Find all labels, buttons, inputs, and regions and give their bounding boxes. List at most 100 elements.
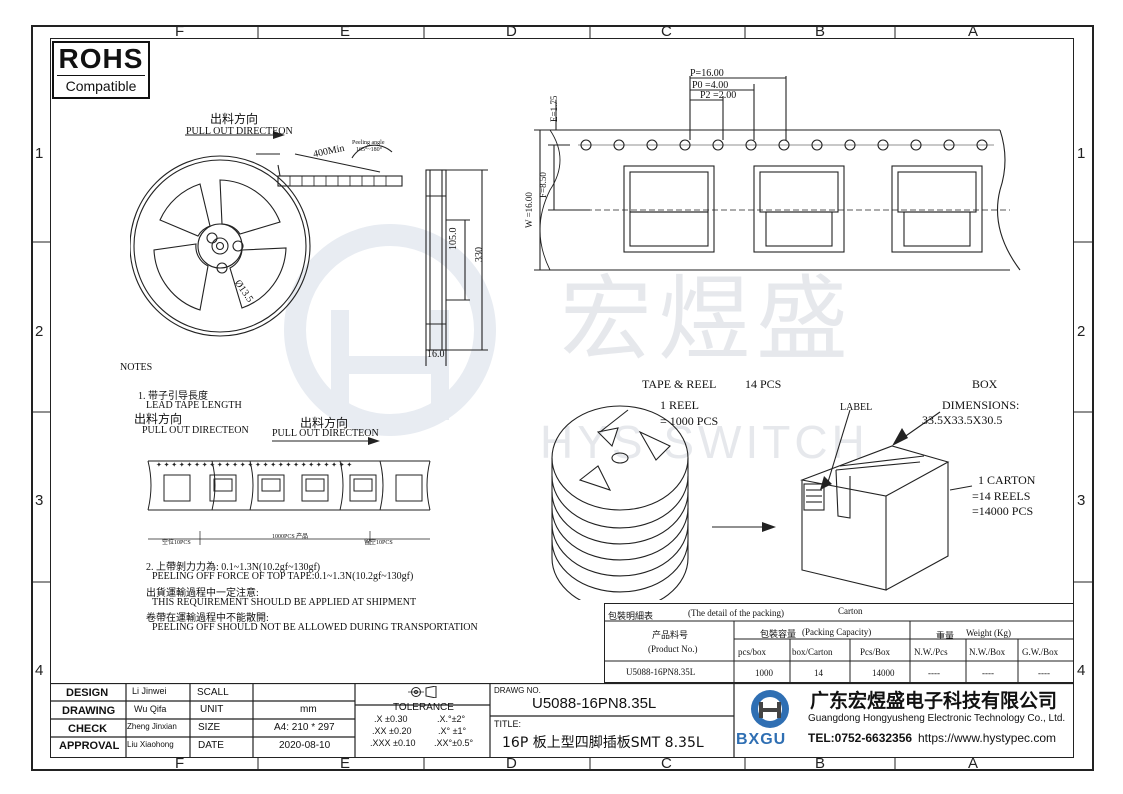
pack-table-product-en: (Product No.)	[648, 644, 698, 654]
pack-table-row-nw-box: ----	[982, 668, 994, 678]
pack-1-reel: 1 REEL	[660, 398, 699, 412]
note-4-en: PEELING OFF SHOULD NOT BE ALLOWED DURING…	[152, 622, 478, 633]
pack-table-product-cn: 产品料号	[652, 630, 689, 640]
note-2-cn: 2. 上帶剝力力為: 0.1~1.3N(10.2gf~130gf)	[146, 562, 321, 573]
tb-drawing-value: Wu Qifa	[134, 704, 167, 714]
pack-table-weight-cn: 重量	[936, 631, 955, 641]
svg-text:✦ ✦ ✦ ✦ ✦ ✦ ✦ ✦ ✦ ✦ ✦ ✦ ✦ ✦ ✦: ✦ ✦ ✦ ✦ ✦ ✦ ✦ ✦ ✦ ✦ ✦ ✦ ✦ ✦ ✦ ✦ ✦ ✦ ✦ ✦ …	[156, 461, 352, 469]
pack-table-capacity-en: (Packing Capacity)	[802, 627, 872, 637]
zone-row-4-right: 4	[1077, 662, 1086, 679]
company-name-en: Guangdong Hongyusheng Electronic Technol…	[808, 713, 1066, 724]
zone-row-3-right: 3	[1077, 492, 1086, 509]
pack-table-row-box-carton: 14	[814, 668, 823, 678]
pack-table-h-pcs-box2: Pcs/Box	[860, 647, 891, 657]
note-3-en: THIS REQUIREMENT SHOULD BE APPLIED AT SH…	[152, 597, 417, 608]
tb-size-label: SIZE	[198, 722, 221, 733]
tb-unit-value: mm	[300, 704, 317, 715]
tb-title-label: TITLE:	[494, 719, 522, 729]
drawing-outer-border	[31, 25, 1094, 771]
reel-peel-angle: Peeling angle	[352, 140, 385, 146]
zone-col-d-top: D	[506, 23, 517, 40]
zone-col-e-bottom: E	[340, 755, 351, 772]
note-1-cn: 1. 带子引导長度	[138, 391, 208, 402]
pack-table-h-gw-box: G.W./Box	[1022, 647, 1059, 657]
pack-box: BOX	[972, 377, 998, 391]
zone-col-c-bottom: C	[661, 755, 672, 772]
zone-row-2-left: 2	[35, 323, 44, 340]
watermark-logo-icon	[284, 224, 496, 436]
pack-1-carton: 1 CARTON	[978, 473, 1036, 487]
reel-dim-width: 16.0	[427, 349, 445, 360]
pack-table-row-gw-box: ----	[1038, 668, 1050, 678]
tb-drawing-label: DRAWING	[62, 705, 116, 717]
company-name-cn: 广东宏煜盛电子科技有限公司	[810, 690, 1058, 712]
title-block-grid	[50, 683, 1074, 758]
tb-unit-label: UNIT	[200, 704, 224, 715]
strip-left-label: 空位10PCS	[162, 540, 191, 546]
pack-label: LABEL	[840, 402, 873, 413]
tb-scall-label: SCALL	[197, 687, 229, 698]
tb-tol-angle-3: .XX°±0.5°	[434, 738, 474, 748]
pack-carton-reels: =14 REELS	[972, 489, 1031, 503]
note-1-dir-cn: 出料方向	[134, 412, 183, 426]
tb-date-label: DATE	[198, 740, 224, 751]
tape-pitch-p2: P2 =2.00	[700, 90, 737, 101]
rohs-badge: ROHS Compatible	[52, 41, 150, 99]
tb-approval-value: Liu Xiaohong	[127, 740, 174, 749]
tb-tol-xx: .XX ±0.20	[372, 726, 412, 736]
pack-table-h-nw-pcs: N.W./Pcs	[914, 647, 948, 657]
strip-dir-en: PULL OUT DIRECTEON	[272, 428, 379, 439]
reel-peel-range: 165°~180°	[356, 147, 383, 153]
tb-tol-xxx: .XXX ±0.10	[370, 738, 416, 748]
tb-tol-x: .X ±0.30	[374, 714, 408, 724]
tb-design-label: DESIGN	[66, 687, 109, 699]
carrier-tape-drawing	[534, 76, 1021, 271]
lead-tape-strip-drawing: ✦ ✦ ✦ ✦ ✦ ✦ ✦ ✦ ✦ ✦ ✦ ✦ ✦ ✦ ✦ ✦ ✦ ✦ ✦ ✦ …	[147, 460, 431, 545]
pack-table-h-pcs-box: pcs/box	[738, 647, 766, 657]
pack-dim-value: 33.5X33.5X30.5	[922, 413, 1003, 427]
zone-col-e-top: E	[340, 23, 351, 40]
tb-check-label: CHECK	[68, 723, 108, 735]
zone-row-3-left: 3	[35, 492, 44, 509]
pack-table-title-cn: 包裝明細表	[608, 611, 654, 621]
tb-date-value: 2020-08-10	[279, 740, 331, 751]
zone-col-a-bottom: A	[968, 755, 979, 772]
tb-tolerance-label: TOLERANCE	[393, 702, 454, 713]
company-logo-icon	[751, 690, 789, 728]
pack-table-row-product: U5088-16PN8.35L	[626, 667, 696, 677]
packing-table-grid	[604, 603, 1074, 683]
pack-table-title-en: (The detail of the packing)	[688, 608, 784, 618]
zone-row-1-right: 1	[1077, 145, 1086, 162]
strip-right-label: 留空10PCS	[364, 540, 393, 546]
notes-title: NOTES	[120, 362, 153, 373]
company-logo-text: BXGU	[736, 731, 787, 748]
pack-carton-pcs: =14000 PCS	[972, 504, 1034, 518]
tb-check-value: Zheng Jinxian	[127, 722, 177, 731]
tb-design-value: Li Jinwei	[132, 686, 167, 696]
tb-size-value: A4: 210 * 297	[274, 722, 335, 733]
pack-table-weight-en: Weight (Kg)	[966, 628, 1012, 638]
tb-drawing-no-label: DRAWG NO.	[494, 686, 541, 695]
pack-table-carton: Carton	[838, 606, 863, 616]
projection-symbol-icon	[408, 686, 437, 698]
reel-dim-outer: 330	[474, 247, 485, 262]
tape-dim-f: F=8.50	[538, 172, 548, 198]
company-web[interactable]: https://www.hystypec.com	[918, 731, 1057, 745]
zone-row-4-left: 4	[35, 662, 44, 679]
zone-col-a-top: A	[968, 23, 979, 40]
pack-table-h-nw-box: N.W./Box	[969, 647, 1006, 657]
pack-tape-reel: TAPE & REEL	[642, 377, 717, 391]
drawing-inner-border	[50, 38, 1074, 758]
pack-table-row-nw-pcs: ----	[928, 668, 940, 678]
pack-table-capacity-cn: 包裝容量	[760, 629, 797, 639]
tape-dim-w: W =16.00	[524, 192, 534, 228]
rohs-title: ROHS	[58, 43, 144, 74]
pack-reel-pcs: = 1000 PCS	[660, 414, 719, 428]
zone-col-f-bottom: F	[175, 755, 185, 772]
note-2-en: PEELING OFF FORCE OF TOP TAPE:0.1~1.3N(1…	[152, 571, 414, 582]
note-1-dir-en: PULL OUT DIRECTEON	[142, 425, 249, 436]
zone-col-b-bottom: B	[815, 755, 826, 772]
rohs-subtitle: Compatible	[57, 75, 145, 96]
reel-pull-cn: 出料方向	[210, 112, 259, 126]
